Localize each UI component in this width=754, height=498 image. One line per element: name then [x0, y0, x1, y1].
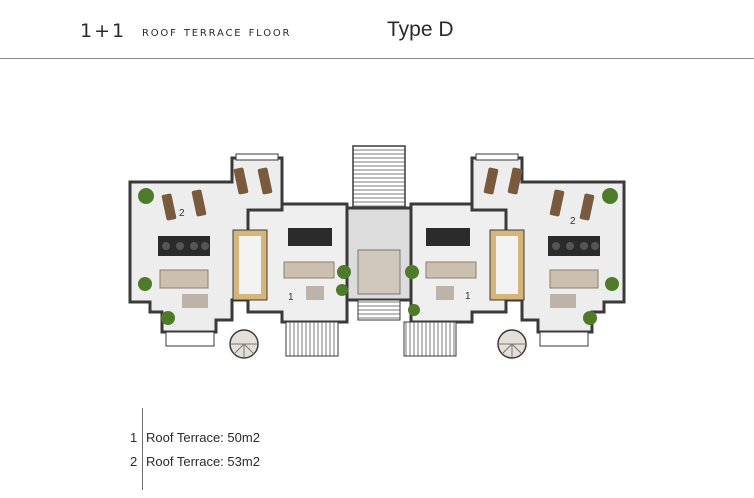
title-number: 1+1	[80, 20, 127, 42]
plant-icons	[138, 188, 619, 325]
title-text: roof terrace floor	[142, 24, 292, 40]
dining-table-left	[288, 228, 332, 246]
sofa-far-left-table	[182, 294, 208, 308]
sofa-left-table	[306, 286, 324, 300]
right-spiral-stair	[497, 329, 527, 359]
left-spiral-stair	[229, 329, 259, 359]
loungers-left-top	[233, 167, 273, 195]
left-bottom-stair	[285, 321, 339, 357]
central-core-stair	[357, 249, 401, 295]
unit-label-left: 1	[288, 292, 294, 303]
right-bottom-stair	[403, 321, 457, 357]
unit-label-right: 1	[465, 291, 471, 302]
left-bottom-balcony	[165, 331, 215, 347]
kitchen-right-counter	[496, 236, 518, 294]
legend-text-1: Roof Terrace: 50m2	[146, 430, 260, 445]
dining-table-far-left	[158, 236, 210, 256]
right-top-balcony	[475, 153, 519, 161]
unit-label-far-left: 2	[179, 208, 185, 219]
title-type: Type D	[387, 18, 454, 41]
floor-plan: 2 1 1 2	[128, 145, 626, 359]
central-stair-bottom	[357, 299, 401, 321]
legend: 1 Roof Terrace: 50m2 2 Roof Terrace: 53m…	[118, 408, 378, 490]
sofa-far-right-table	[550, 294, 576, 308]
sofa-right	[425, 261, 477, 279]
loungers-right-top	[483, 167, 523, 195]
legend-divider	[142, 408, 143, 490]
header-rule	[0, 58, 754, 59]
legend-num-1: 1	[130, 430, 138, 445]
sofa-left	[283, 261, 335, 279]
loungers-far-left	[161, 189, 207, 221]
central-stair-top	[352, 145, 406, 209]
kitchen-left-counter	[239, 236, 261, 294]
unit-label-far-right: 2	[570, 216, 576, 227]
right-bottom-balcony	[539, 331, 589, 347]
sofa-far-left	[159, 269, 209, 289]
header: 1+1 roof terrace floor Type D	[0, 14, 754, 54]
dining-table-right	[426, 228, 470, 246]
sofa-far-right	[549, 269, 599, 289]
loungers-far-right	[549, 189, 595, 221]
legend-text-2: Roof Terrace: 53m2	[146, 454, 260, 469]
dining-table-far-right	[548, 236, 600, 256]
legend-num-2: 2	[130, 454, 138, 469]
sofa-right-table	[436, 286, 454, 300]
left-top-balcony	[235, 153, 279, 161]
